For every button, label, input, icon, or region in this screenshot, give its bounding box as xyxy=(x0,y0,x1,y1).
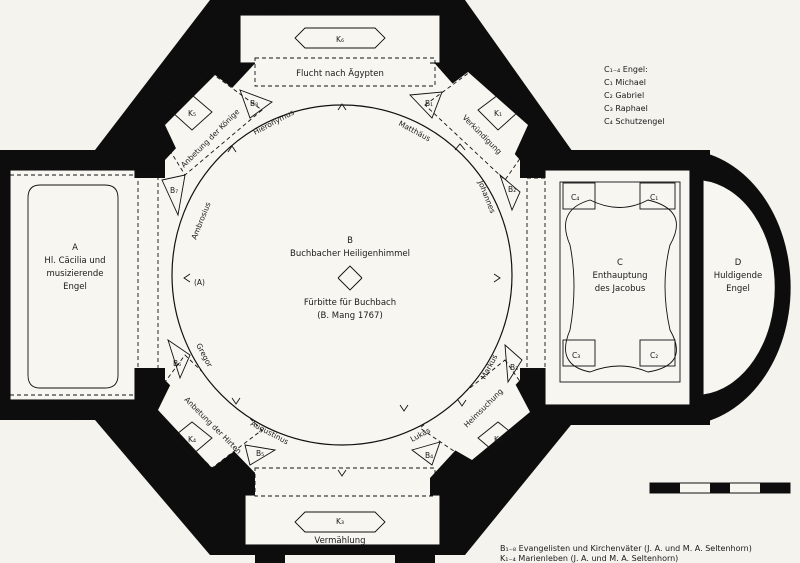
direction-marks xyxy=(183,103,501,477)
evangelist-b5: B₅ xyxy=(256,449,264,458)
field-d-title: Huldigende xyxy=(714,271,763,281)
field-c-title: des Jacobus xyxy=(595,284,646,294)
field-b-letter: B xyxy=(347,236,353,246)
angel-c3: C₃ xyxy=(572,351,580,360)
field-b-title: Buchbacher Heiligenhimmel xyxy=(290,249,410,259)
wall-blocks xyxy=(20,0,630,563)
evangelist-b2: B₂ xyxy=(508,185,516,194)
cartouche-k2: K₂ xyxy=(494,435,502,444)
field-c-text: C Enthauptung des Jacobus xyxy=(593,258,648,294)
evangelist-b6: B₆ xyxy=(173,359,181,368)
legend-bottom-line: K₁₋₄ Marienleben (J. A. und M. A. Selten… xyxy=(500,554,678,563)
field-d-title: Engel xyxy=(726,284,750,294)
field-b-subtitle: (B. Mang 1767) xyxy=(317,311,383,321)
field-c-title: Enthauptung xyxy=(593,271,648,281)
field-a-panel xyxy=(27,184,119,389)
angel-c4: C₄ xyxy=(571,193,579,202)
angel-c2: C₂ xyxy=(650,351,658,360)
evangelist-b3: B₃ xyxy=(510,363,518,372)
angel-c1: C₁ xyxy=(650,193,658,202)
field-d-letter: D xyxy=(735,258,742,268)
cartouche-frames xyxy=(171,27,519,533)
legend-engel-item: C₁ Michael xyxy=(604,78,646,87)
field-a-title: musizierende xyxy=(46,269,103,279)
central-dome-circle xyxy=(171,104,513,446)
field-c-panel xyxy=(565,199,677,373)
cartouche-k5: K₅ xyxy=(188,109,196,118)
scene-vermaehlung: Vermählung xyxy=(314,536,365,546)
field-a-title: Engel xyxy=(63,282,87,292)
field-b-subtitle: Fürbitte für Buchbach xyxy=(304,298,396,308)
evangelist-b4: B₄ xyxy=(425,451,433,460)
cartouche-k3: K₃ xyxy=(336,517,344,526)
dashed-frames xyxy=(10,57,546,497)
cartouche-k4: K₄ xyxy=(188,435,196,444)
evangelist-b1: B₁ xyxy=(425,99,433,108)
field-a-title: Hl. Cäcilia und xyxy=(44,256,105,266)
field-d-text: D Huldigende Engel xyxy=(714,258,763,294)
field-a-text: A Hl. Cäcilia und musizierende Engel xyxy=(44,243,105,292)
cartouche-k6: K₆ xyxy=(336,35,344,44)
evangelist-triangles xyxy=(161,89,523,466)
legend-engel-title: C₁₋₄ Engel: xyxy=(604,65,648,74)
evangelist-b7: B₇ xyxy=(170,186,178,195)
scene-flucht: Flucht nach Ägypten xyxy=(296,68,384,79)
cartouche-k1: K₁ xyxy=(494,109,502,118)
legend-engel-item: C₃ Raphael xyxy=(604,104,648,113)
legend-bottom-line: B₁₋₈ Evangelisten und Kirchenväter (J. A… xyxy=(500,544,752,553)
field-b-text: B Buchbacher Heiligenhimmel Fürbitte für… xyxy=(290,236,410,321)
field-c-letter: C xyxy=(617,258,623,268)
scale-bar xyxy=(649,482,791,494)
marker-a: (A) xyxy=(194,278,205,287)
legend-engel-item: C₄ Schutzengel xyxy=(604,117,665,126)
legend-engel-item: C₂ Gabriel xyxy=(604,91,644,100)
field-a-letter: A xyxy=(72,243,78,253)
evangelist-b8: B₈ xyxy=(250,99,258,108)
